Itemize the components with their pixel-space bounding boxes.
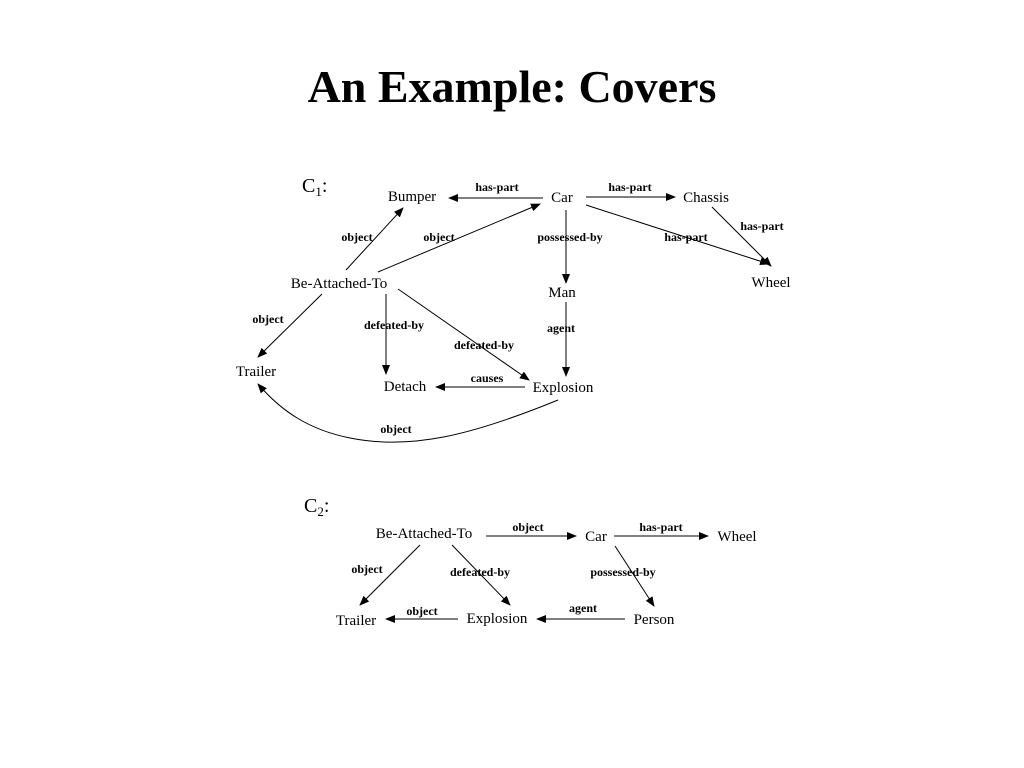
edge-explosion-trailer — [257, 383, 559, 443]
node-man: Man — [548, 285, 576, 301]
node-be-attached-to: Be-Attached-To — [291, 276, 387, 292]
graph-c2: C2: object has-part object defeated-by p… — [304, 495, 757, 629]
edge-be-attached-to-car — [377, 203, 541, 273]
edge-label-explosion-trailer: object — [380, 422, 411, 436]
graph-c2-label: C2: — [304, 495, 329, 519]
edge-be-attached-to-explosion — [451, 544, 511, 606]
edge-label-man-explosion: agent — [547, 321, 575, 335]
edge-label-be-attached-to-trailer: object — [351, 562, 382, 576]
node-wheel: Wheel — [751, 275, 790, 291]
node-car: Car — [551, 190, 573, 206]
node-detach: Detach — [384, 379, 427, 395]
edge-label-car-wheel: has-part — [664, 230, 707, 244]
edge-label-be-attached-to-car: object — [512, 520, 543, 534]
edge-label-be-attached-to-explosion: defeated-by — [450, 565, 510, 579]
node-be-attached-to: Be-Attached-To — [376, 526, 472, 542]
edge-label-explosion-trailer: object — [406, 604, 437, 618]
edge-be-attached-to-trailer — [359, 544, 421, 606]
node-car: Car — [585, 529, 607, 545]
node-bumper: Bumper — [388, 189, 436, 205]
edge-label-car-chassis: has-part — [608, 180, 651, 194]
node-explosion: Explosion — [533, 380, 594, 396]
node-explosion: Explosion — [467, 611, 528, 627]
edge-label-person-explosion: agent — [569, 601, 597, 615]
node-trailer: Trailer — [236, 364, 276, 380]
edge-label-be-attached-to-explosion: defeated-by — [454, 338, 514, 352]
edge-label-explosion-detach: causes — [471, 371, 504, 385]
node-person: Person — [634, 612, 675, 628]
edge-be-attached-to-explosion — [397, 288, 530, 381]
edge-label-chassis-wheel: has-part — [740, 219, 783, 233]
edge-label-car-bumper: has-part — [475, 180, 518, 194]
edge-label-be-attached-to-bumper: object — [341, 230, 372, 244]
edge-label-be-attached-to-detach: defeated-by — [364, 318, 424, 332]
edge-be-attached-to-bumper — [345, 207, 404, 271]
edge-label-be-attached-to-trailer: object — [252, 312, 283, 326]
edge-chassis-wheel — [711, 206, 772, 267]
edge-label-car-man: possessed-by — [537, 230, 602, 244]
graph-c1: C1: has-part has-part has-part has-part … — [236, 175, 791, 443]
slide-title: An Example: Covers — [307, 61, 717, 112]
node-chassis: Chassis — [683, 190, 729, 206]
node-trailer: Trailer — [336, 613, 376, 629]
edge-label-car-wheel: has-part — [639, 520, 682, 534]
edge-car-person — [614, 545, 655, 607]
node-wheel: Wheel — [717, 529, 756, 545]
edge-label-be-attached-to-car: object — [423, 230, 454, 244]
graph-c1-label: C1: — [302, 175, 327, 199]
edge-label-car-person: possessed-by — [590, 565, 655, 579]
edge-car-wheel — [585, 204, 770, 266]
edge-be-attached-to-trailer — [257, 293, 323, 358]
